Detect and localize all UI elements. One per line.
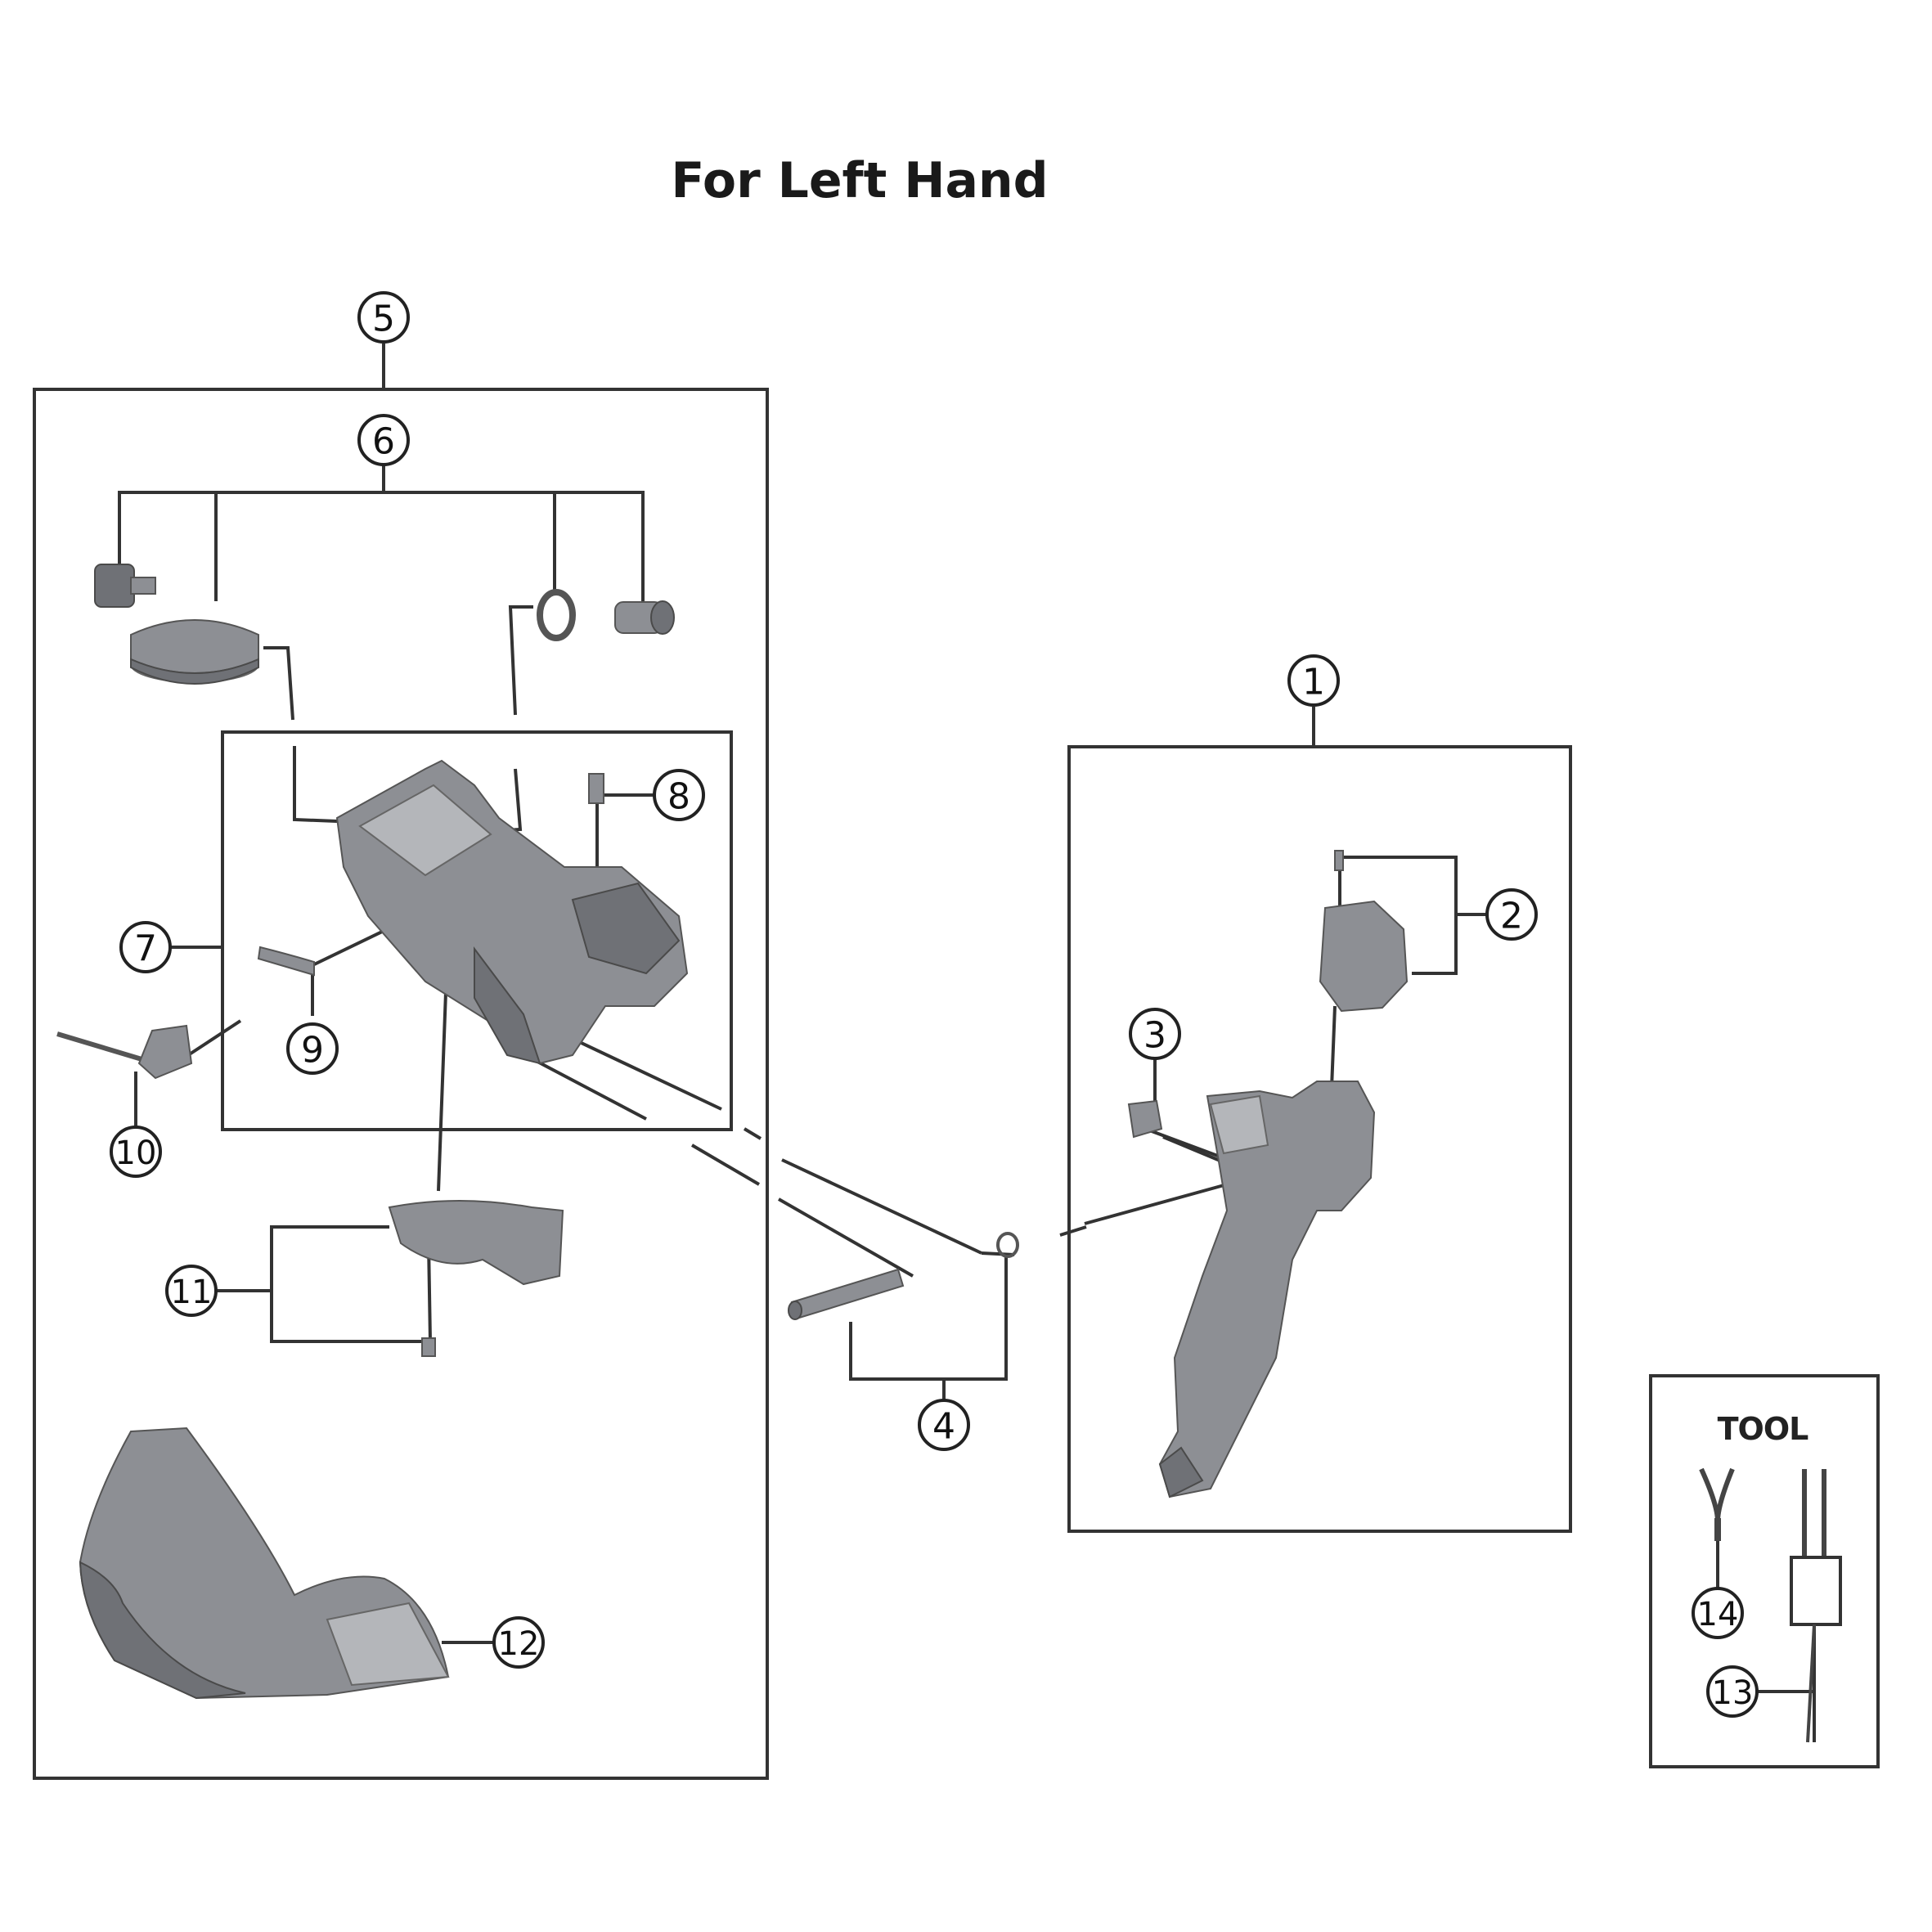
hood-cover-12 [79, 1427, 450, 1700]
callout-6: 6 [357, 414, 410, 466]
callout-11-label: 11 [171, 1274, 213, 1311]
callout-2: 2 [1485, 888, 1538, 941]
callout-9-label: 9 [301, 1030, 324, 1072]
bracket-box-7 [221, 730, 733, 1131]
callout-4-label: 4 [932, 1406, 955, 1448]
small-block-3 [1127, 1099, 1163, 1139]
callout-9: 9 [286, 1022, 339, 1075]
tool-box [1649, 1374, 1880, 1768]
clamp-nut [614, 600, 675, 635]
lever-box-1 [1067, 745, 1572, 1533]
assembly-box-5 [33, 388, 769, 1780]
callout-10-label: 10 [115, 1134, 157, 1172]
callout-5: 5 [357, 291, 410, 344]
axle-pin-4 [788, 1268, 905, 1320]
callout-12: 12 [492, 1616, 545, 1669]
callout-3-label: 3 [1143, 1015, 1166, 1057]
fork-tool-14 [1699, 1467, 1735, 1541]
callout-1-label: 1 [1302, 662, 1325, 703]
callout-14-label: 14 [1697, 1596, 1739, 1633]
callout-6-label: 6 [372, 421, 395, 463]
pin-plate-10 [56, 1024, 193, 1080]
small-screw-8 [588, 773, 604, 804]
clamp-bolt [94, 564, 156, 608]
callout-14: 14 [1692, 1587, 1744, 1639]
callout-7: 7 [119, 921, 172, 973]
bottom-cover-11 [388, 1200, 564, 1357]
callout-8-label: 8 [667, 776, 690, 818]
release-button-2 [1319, 850, 1409, 1013]
callout-11: 11 [165, 1265, 218, 1317]
callout-13: 13 [1706, 1665, 1759, 1718]
callout-12-label: 12 [498, 1625, 540, 1663]
callout-5-label: 5 [372, 299, 395, 340]
callout-4: 4 [918, 1399, 970, 1451]
callout-13-label: 13 [1712, 1674, 1754, 1712]
bracket-body [335, 759, 689, 1065]
callout-10: 10 [110, 1126, 162, 1178]
handlebar-clamp-band [130, 619, 259, 685]
callout-2-label: 2 [1500, 896, 1523, 937]
tool-section-label: TOOL [1717, 1411, 1809, 1447]
callout-8: 8 [653, 769, 705, 821]
spring-9 [257, 946, 315, 977]
diagram-title: For Left Hand [671, 152, 1049, 209]
e-clip-4 [996, 1232, 1019, 1258]
callout-3: 3 [1129, 1008, 1181, 1060]
callout-7-label: 7 [134, 928, 157, 970]
pin-tool-13 [1790, 1469, 1842, 1743]
callout-1: 1 [1287, 654, 1340, 707]
lever-assembly-1 [1158, 1081, 1376, 1498]
clamp-washer [537, 589, 576, 641]
